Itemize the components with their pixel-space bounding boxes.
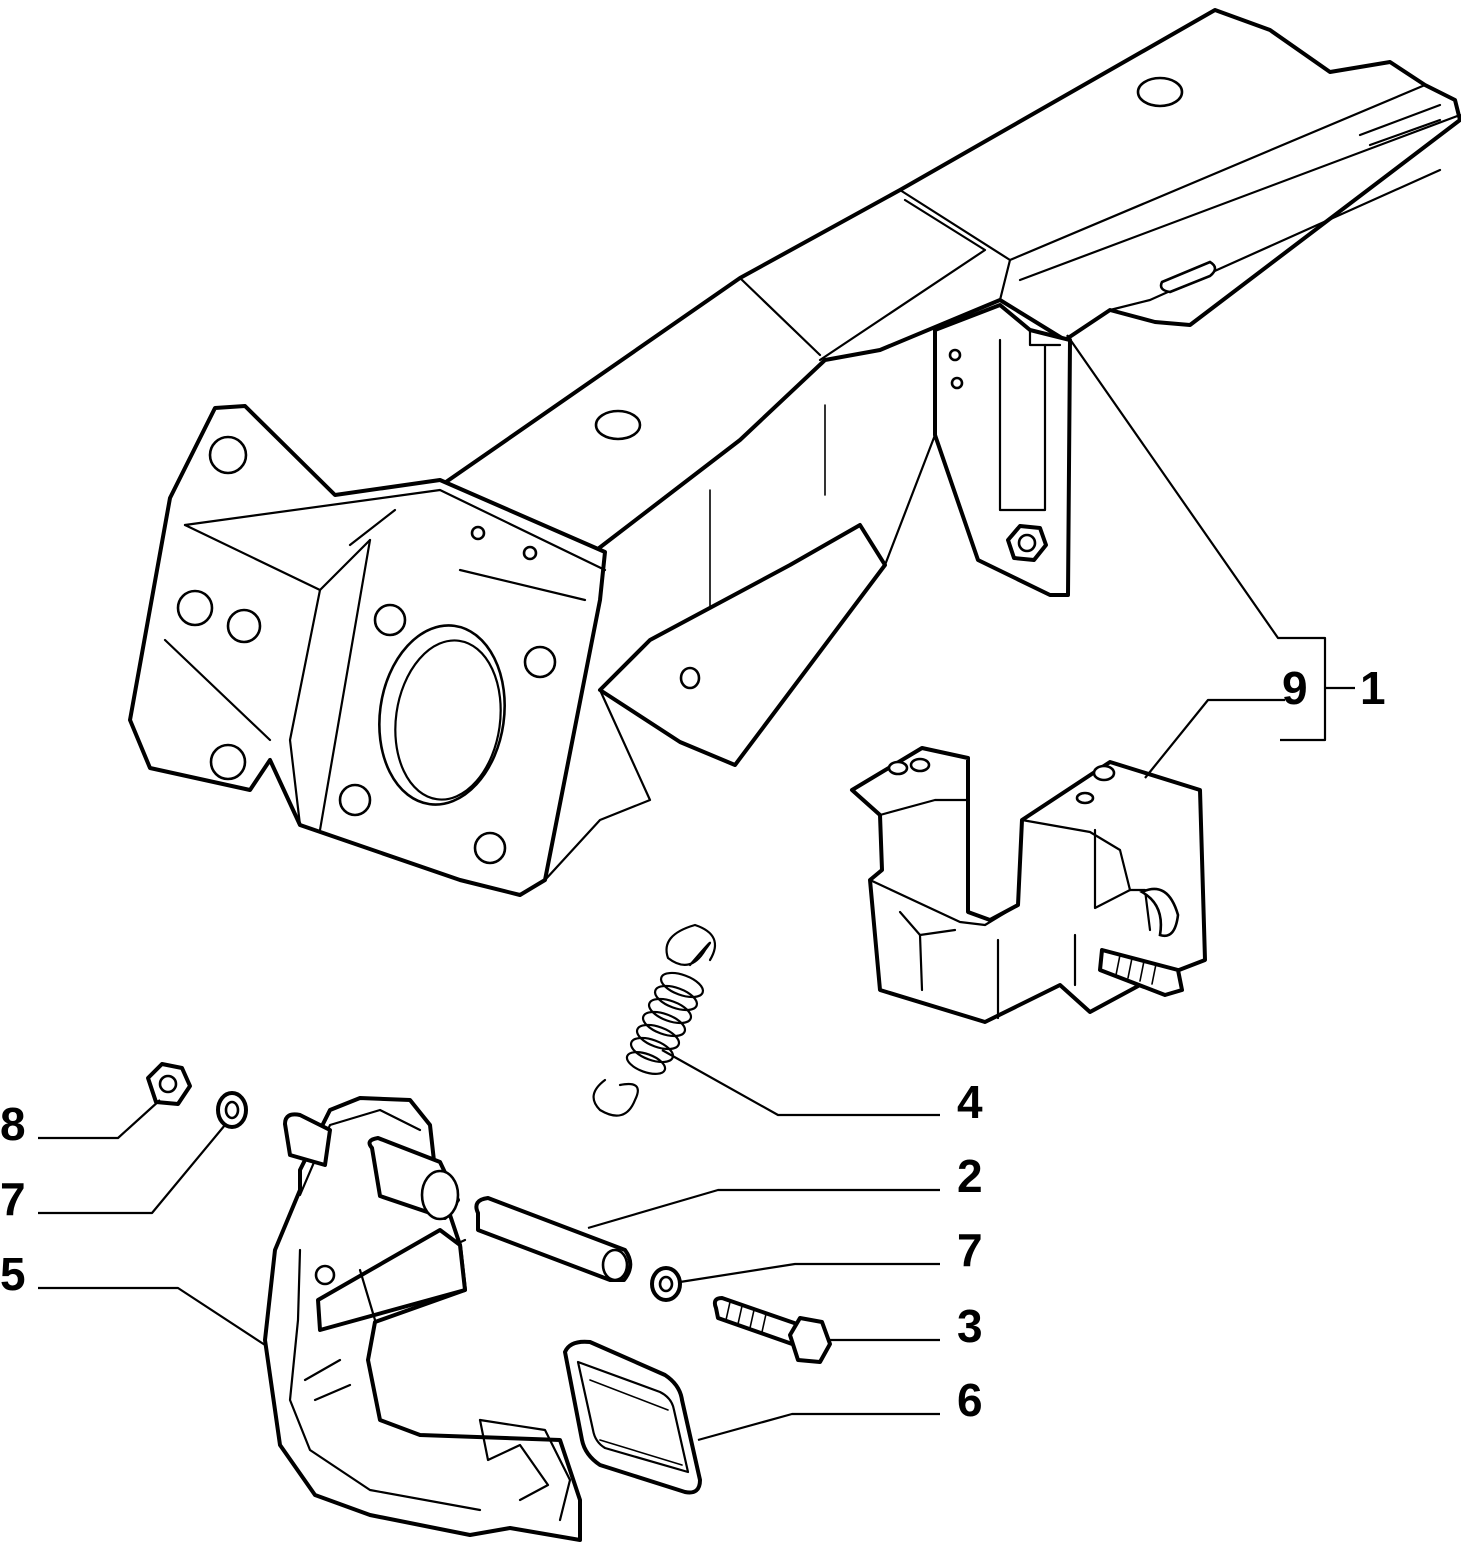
callout-3: 3 <box>957 1300 983 1352</box>
return-spring <box>592 923 717 1117</box>
leader-bracket-1-9 <box>1066 334 1327 742</box>
small-bracket <box>850 746 1207 1024</box>
callout-5: 5 <box>0 1248 26 1300</box>
leader-2 <box>587 1188 940 1230</box>
callout-7-left: 7 <box>0 1173 26 1225</box>
leader-5 <box>38 1286 266 1346</box>
brake-pedal <box>263 1096 582 1542</box>
leader-7-left <box>38 1124 226 1215</box>
washer-lower <box>650 1266 682 1302</box>
body-hole <box>594 409 642 441</box>
callout-labels: 9 1 4 2 7 3 6 8 7 5 <box>0 662 1386 1426</box>
bolt <box>712 1296 832 1364</box>
nut <box>146 1062 192 1106</box>
rail-slot <box>1159 260 1217 294</box>
callout-6: 6 <box>957 1374 983 1426</box>
callout-1: 1 <box>1360 662 1386 714</box>
leader-9 <box>1144 698 1285 779</box>
leader-4 <box>661 1049 940 1117</box>
leader-7-right <box>679 1262 940 1284</box>
pedal-support-bracket <box>128 8 1461 897</box>
pivot-pin <box>474 1196 633 1282</box>
washer-upper <box>216 1091 248 1129</box>
leader-6 <box>697 1412 940 1442</box>
callout-7-right: 7 <box>957 1224 983 1276</box>
callout-2: 2 <box>957 1150 983 1202</box>
callout-4: 4 <box>957 1076 983 1128</box>
leader-lines <box>38 334 1355 1442</box>
callout-9: 9 <box>1282 662 1308 714</box>
leader-8 <box>38 1099 161 1140</box>
pedal-pad <box>563 1339 702 1495</box>
callout-8: 8 <box>0 1098 26 1150</box>
rail-hole <box>1136 76 1184 108</box>
